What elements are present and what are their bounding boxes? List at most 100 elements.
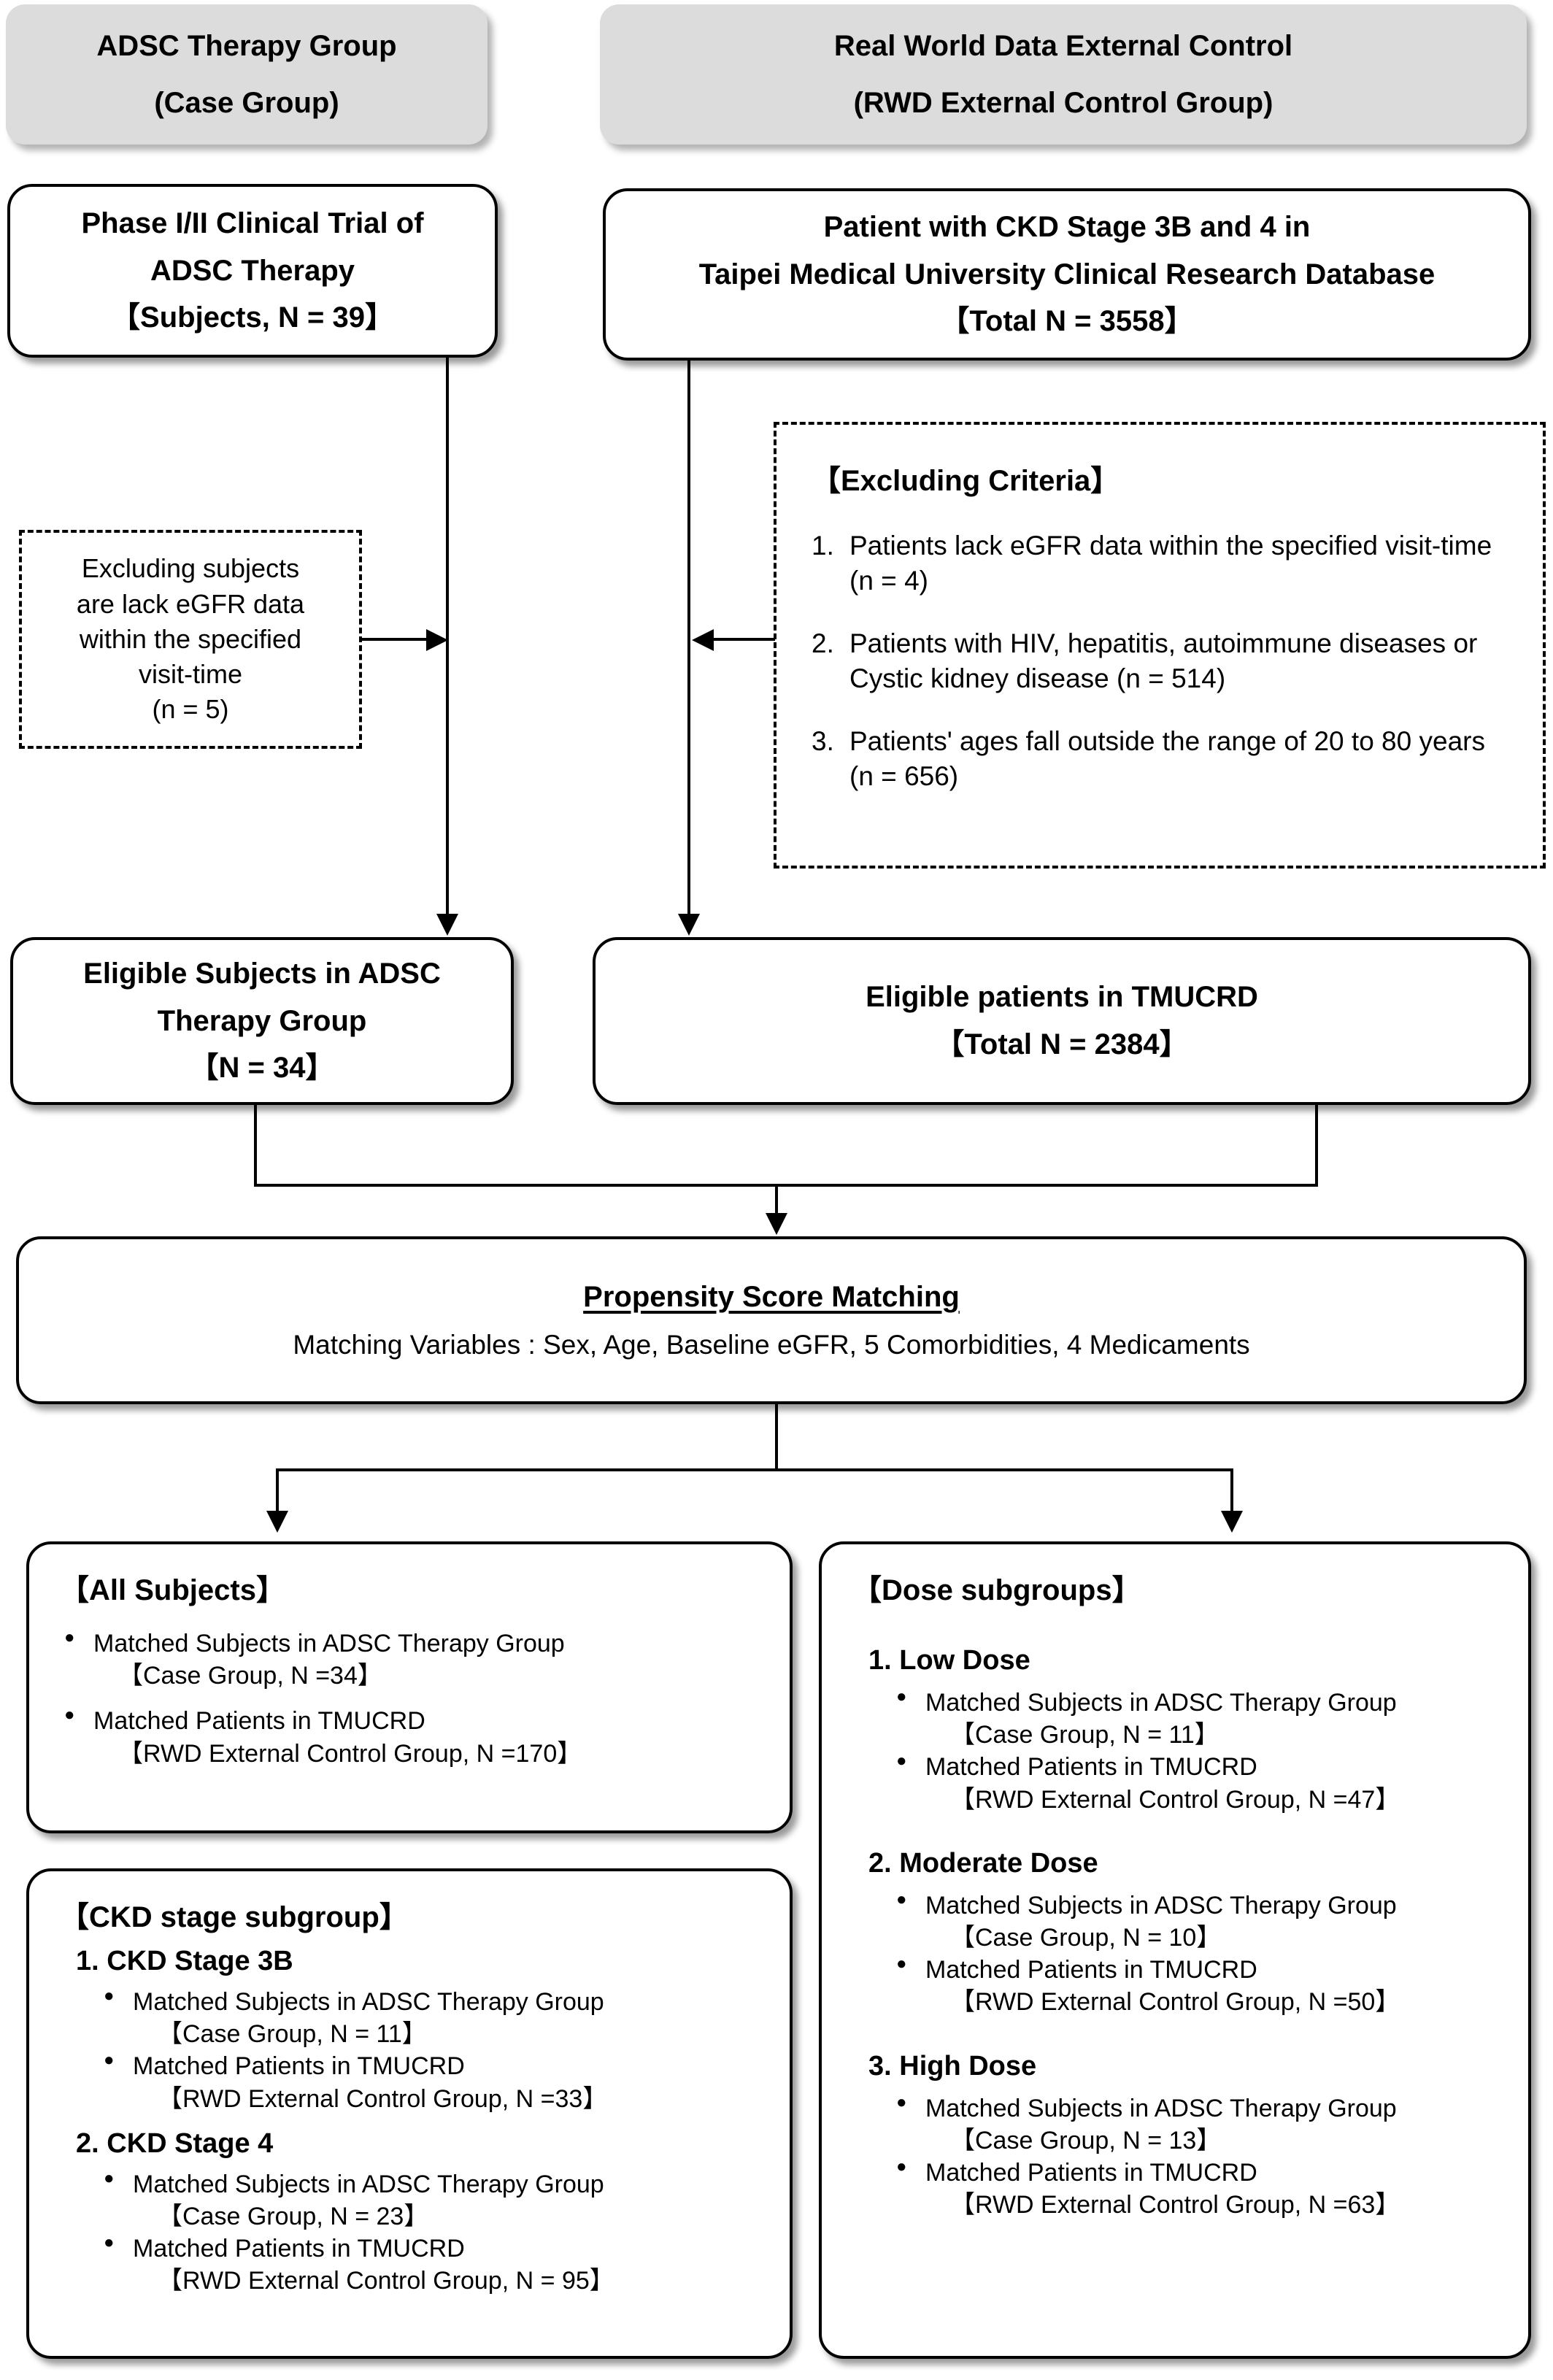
all-subjects-item-1-detail: 【Case Group, N =34】 xyxy=(118,1662,382,1690)
dose-group-1-list: Matched Subjects in ADSC Therapy Group 【… xyxy=(892,1685,1509,1816)
exclude-left-line1: Excluding subjects xyxy=(81,553,300,584)
ckd-subgroup-title: 【CKD stage subgroup】 xyxy=(60,1901,409,1933)
connector-exclude-right xyxy=(714,638,775,641)
dose-group-2-list: Matched Subjects in ADSC Therapy Group 【… xyxy=(892,1888,1509,2019)
dose-group-3-heading: 3. High Dose xyxy=(868,2050,1037,2081)
dose-g3-item-1-detail: 【Case Group, N = 13】 xyxy=(950,2126,1222,2154)
exclude-left-line2: are lack eGFR data xyxy=(76,588,305,619)
box-tmucrd-source: Patient with CKD Stage 3B and 4 in Taipe… xyxy=(603,188,1531,361)
list-item: Matched Subjects in ADSC Therapy Group 【… xyxy=(99,2167,771,2233)
arrowhead-split-right xyxy=(1221,1511,1243,1533)
dose-subgroup-content: 【Dose subgroups】 1. Low Dose Matched Sub… xyxy=(852,1566,1509,2221)
all-subjects-content: 【All Subjects】 Matched Subjects in ADSC … xyxy=(60,1566,771,1770)
ckd-group-2-heading: 2. CKD Stage 4 xyxy=(76,2127,274,2159)
excluding-criteria-item-1: 1. Patients lack eGFR data within the sp… xyxy=(812,528,1514,598)
excluding-criteria-content: 【Excluding Criteria】 1. Patients lack eG… xyxy=(812,457,1514,823)
list-item: Matched Patients in TMUCRD 【RWD External… xyxy=(892,2155,1509,2221)
connector-split-left-down xyxy=(276,1468,279,1514)
list-item: Matched Patients in TMUCRD 【RWD External… xyxy=(99,2231,771,2297)
arrowhead-split-left xyxy=(266,1511,288,1533)
criteria-3-text: Patients' ages fall outside the range of… xyxy=(849,726,1500,792)
box-eligible-tmucrd: Eligible patients in TMUCRD 【Total N = 2… xyxy=(593,937,1531,1105)
dose-g1-item-2-main: Matched Patients in TMUCRD xyxy=(925,1753,1257,1782)
list-item: Matched Patients in TMUCRD 【RWD External… xyxy=(892,1952,1509,2018)
box-all-subjects: 【All Subjects】 Matched Subjects in ADSC … xyxy=(26,1541,793,1833)
eligible-adsc-line2: Therapy Group xyxy=(157,1004,367,1037)
box-tmucrd-source-line3: 【Total N = 3558】 xyxy=(940,305,1194,338)
dose-g3-item-2-main: Matched Patients in TMUCRD xyxy=(925,2158,1257,2187)
criteria-3-number: 3. xyxy=(812,726,834,757)
criteria-1-text: Patients lack eGFR data within the speci… xyxy=(849,531,1492,596)
ckd-g1-item-2-main: Matched Patients in TMUCRD xyxy=(133,2052,465,2081)
box-phase-trial: Phase I/II Clinical Trial of ADSC Therap… xyxy=(7,184,498,358)
psm-title: Propensity Score Matching xyxy=(583,1280,960,1313)
ckd-g2-item-2-detail: 【RWD External Control Group, N = 95】 xyxy=(158,2267,614,2295)
connector-eligible-left-down xyxy=(254,1105,257,1187)
list-item: Matched Patients in TMUCRD 【RWD External… xyxy=(60,1703,771,1769)
box-phase-trial-line2: ADSC Therapy xyxy=(150,254,355,287)
box-tmucrd-source-line1: Patient with CKD Stage 3B and 4 in xyxy=(823,210,1311,243)
ckd-group-2-list: Matched Subjects in ADSC Therapy Group 【… xyxy=(99,2167,771,2298)
psm-subtitle: Matching Variables : Sex, Age, Baseline … xyxy=(293,1329,1250,1360)
box-dose-subgroups: 【Dose subgroups】 1. Low Dose Matched Sub… xyxy=(819,1541,1531,2359)
excluding-criteria-item-3: 3. Patients' ages fall outside the range… xyxy=(812,724,1514,794)
criteria-2-number: 2. xyxy=(812,628,834,659)
list-item: Matched Patients in TMUCRD 【RWD External… xyxy=(892,1749,1509,1815)
dose-group-3-list: Matched Subjects in ADSC Therapy Group 【… xyxy=(892,2090,1509,2222)
box-phase-trial-line3: 【Subjects, N = 39】 xyxy=(111,301,394,334)
list-item: Matched Subjects in ADSC Therapy Group 【… xyxy=(60,1626,771,1692)
header-rwd-group: Real World Data External Control (RWD Ex… xyxy=(600,4,1527,145)
dose-g2-item-1-detail: 【Case Group, N = 10】 xyxy=(950,1923,1222,1952)
exclude-left-line5: (n = 5) xyxy=(152,694,229,725)
all-subjects-item-2-main: Matched Patients in TMUCRD xyxy=(93,1707,425,1736)
box-phase-trial-line1: Phase I/II Clinical Trial of xyxy=(81,207,424,239)
list-item: Matched Subjects in ADSC Therapy Group 【… xyxy=(892,1888,1509,1954)
box-excluding-subjects-left: Excluding subjects are lack eGFR data wi… xyxy=(19,530,362,749)
dose-group-1-heading: 1. Low Dose xyxy=(868,1645,1030,1676)
dose-g2-item-1-main: Matched Subjects in ADSC Therapy Group xyxy=(925,1891,1397,1919)
box-ckd-stage-subgroup: 【CKD stage subgroup】 1. CKD Stage 3B Mat… xyxy=(26,1868,793,2359)
dose-g3-item-2-detail: 【RWD External Control Group, N =63】 xyxy=(950,2191,1400,2219)
eligible-tmucrd-line1: Eligible patients in TMUCRD xyxy=(866,981,1258,1014)
dose-group-2-heading: 2. Moderate Dose xyxy=(868,1847,1098,1879)
dose-g2-item-2-main: Matched Patients in TMUCRD xyxy=(925,1956,1257,1984)
dose-g1-item-1-main: Matched Subjects in ADSC Therapy Group xyxy=(925,1689,1397,1717)
connector-psm-down xyxy=(775,1404,778,1471)
arrowhead-exclude-left xyxy=(426,629,448,651)
ckd-subgroup-content: 【CKD stage subgroup】 1. CKD Stage 3B Mat… xyxy=(60,1893,771,2298)
exclude-left-line4: visit-time xyxy=(139,659,242,690)
all-subjects-title: 【All Subjects】 xyxy=(60,1574,285,1606)
connector-merge-to-psm xyxy=(775,1184,778,1216)
ckd-g1-item-2-detail: 【RWD External Control Group, N =33】 xyxy=(158,2084,608,2113)
excluding-criteria-title: 【Excluding Criteria】 xyxy=(812,465,1120,497)
box-eligible-adsc: Eligible Subjects in ADSC Therapy Group … xyxy=(10,937,514,1105)
header-case-group: ADSC Therapy Group (Case Group) xyxy=(6,4,488,145)
header-case-group-line1: ADSC Therapy Group xyxy=(96,30,397,62)
excluding-criteria-item-2: 2. Patients with HIV, hepatitis, autoimm… xyxy=(812,626,1514,696)
connector-source-to-eligible xyxy=(687,361,690,915)
box-excluding-criteria-right: 【Excluding Criteria】 1. Patients lack eG… xyxy=(774,422,1546,869)
all-subjects-list: Matched Subjects in ADSC Therapy Group 【… xyxy=(60,1626,771,1770)
connector-exclude-left xyxy=(362,638,428,641)
ckd-g2-item-2-main: Matched Patients in TMUCRD xyxy=(133,2235,465,2263)
connector-split-right-down xyxy=(1230,1468,1233,1514)
exclude-left-line3: within the specified xyxy=(79,623,302,654)
header-case-group-line2: (Case Group) xyxy=(154,87,339,119)
eligible-tmucrd-line2: 【Total N = 2384】 xyxy=(935,1028,1189,1060)
ckd-g1-item-1-main: Matched Subjects in ADSC Therapy Group xyxy=(133,1988,604,2016)
arrowhead-trial-to-eligible xyxy=(436,914,458,936)
connector-eligible-right-down xyxy=(1315,1105,1318,1187)
list-item: Matched Subjects in ADSC Therapy Group 【… xyxy=(892,1685,1509,1751)
ckd-group-1-heading: 1. CKD Stage 3B xyxy=(76,1946,293,1976)
dose-g2-item-2-detail: 【RWD External Control Group, N =50】 xyxy=(950,1988,1400,2017)
all-subjects-item-1-main: Matched Subjects in ADSC Therapy Group xyxy=(93,1630,565,1657)
connector-split-horizontal xyxy=(276,1468,1233,1471)
ckd-g1-item-1-detail: 【Case Group, N = 11】 xyxy=(158,2020,427,2049)
ckd-g2-item-1-main: Matched Subjects in ADSC Therapy Group xyxy=(133,2170,604,2198)
arrowhead-exclude-right xyxy=(692,629,714,651)
eligible-adsc-line1: Eligible Subjects in ADSC xyxy=(83,957,441,990)
header-rwd-group-line1: Real World Data External Control xyxy=(833,30,1293,62)
ckd-group-1-list: Matched Subjects in ADSC Therapy Group 【… xyxy=(99,1984,771,2115)
criteria-2-text: Patients with HIV, hepatitis, autoimmune… xyxy=(849,628,1478,694)
